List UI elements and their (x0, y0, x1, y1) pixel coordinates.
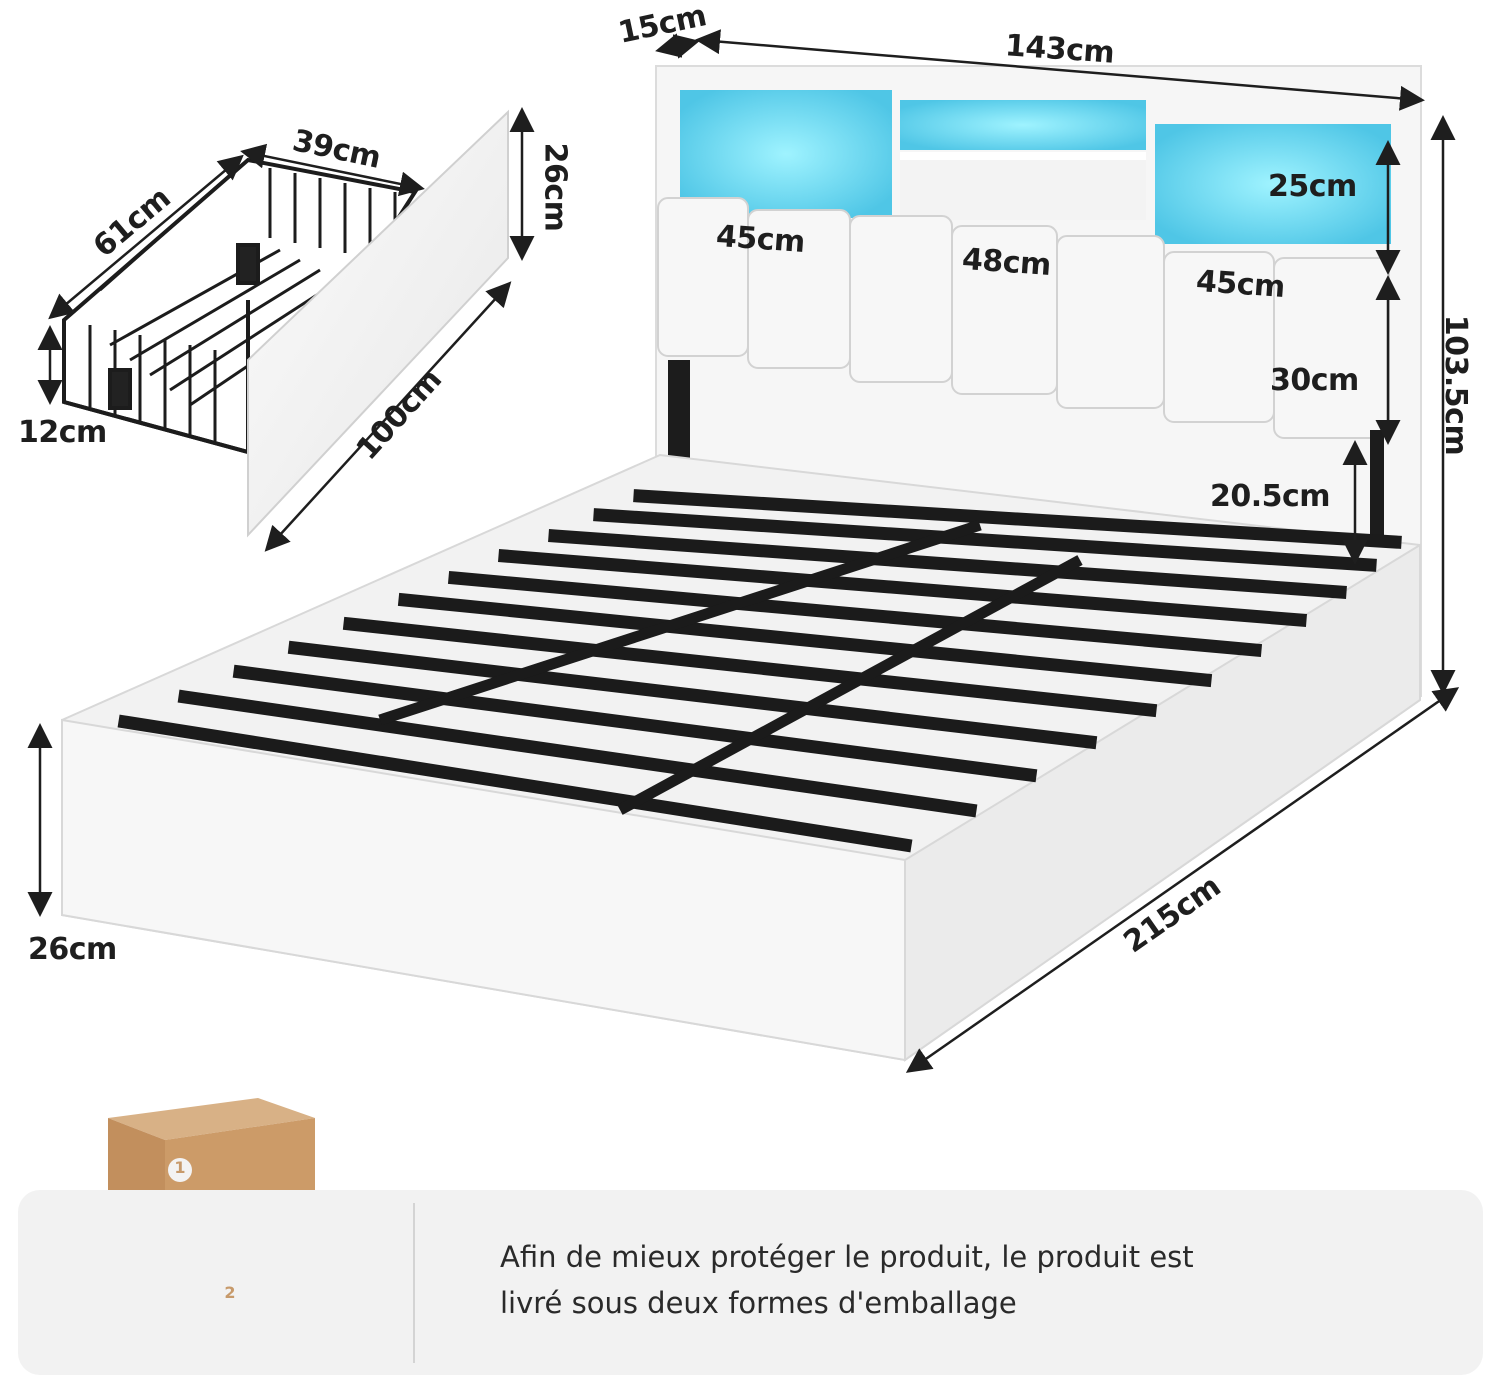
packaging-note-line-2: livré sous deux formes d'emballage (500, 1286, 1017, 1320)
packaging-note-panel (18, 1190, 1483, 1375)
dimension-arrows (27, 29, 1460, 1073)
led-shelf-right (1155, 124, 1391, 244)
total-height-label: 103.5cm (1438, 314, 1474, 456)
frame-height-label: 26cm (28, 932, 117, 967)
packaging-note-text: Afin de mieux protéger le produit, le pr… (500, 1234, 1460, 1326)
leg-clearance-label: 20.5cm (1210, 479, 1331, 514)
packaging-note-divider (413, 1203, 415, 1363)
drawer-front-height-label: 26cm (537, 142, 573, 232)
led-shelf-left (680, 90, 892, 218)
panel-right-width-label: 45cm (1194, 263, 1286, 306)
drawer-front-panel (247, 109, 509, 538)
panel-height-label: 30cm (1270, 363, 1359, 398)
led-shelf-center (900, 100, 1146, 150)
shelf-height-label: 25cm (1268, 169, 1357, 204)
headboard-width-label: 143cm (1003, 28, 1116, 71)
box2-number: 2 (224, 1283, 236, 1302)
box1-number: 1 (174, 1158, 186, 1177)
bed-frame (61, 453, 1421, 1062)
packaging-note-line-1: Afin de mieux protéger le produit, le pr… (500, 1240, 1194, 1274)
panel-left-width-label: 45cm (714, 218, 806, 261)
upholstered-panels (657, 197, 1390, 439)
panel-center-width-label: 48cm (960, 241, 1052, 284)
drawer-height-label: 12cm (18, 415, 107, 450)
